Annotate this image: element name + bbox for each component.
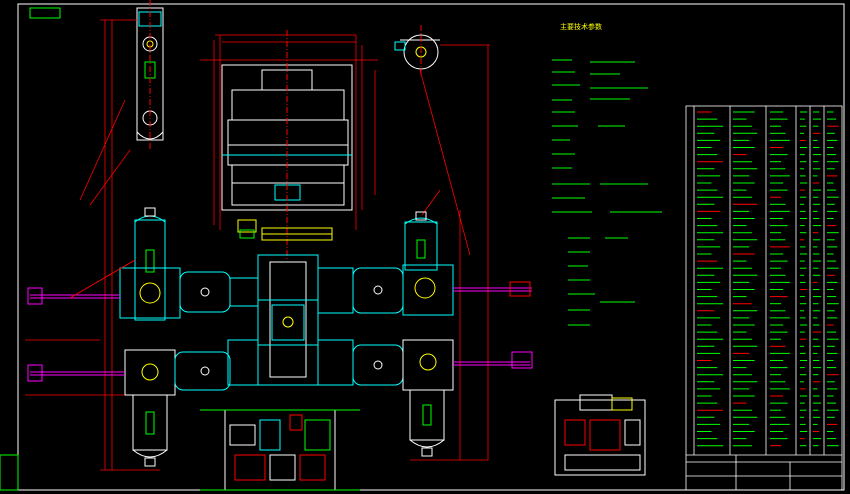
parts-list-rows	[697, 111, 839, 447]
coupling-band	[237, 219, 333, 241]
hydraulic-station	[200, 409, 360, 491]
corner-box	[0, 454, 19, 491]
small-hydraulic-station	[554, 394, 646, 476]
lower-right-pump	[352, 339, 533, 457]
right-dimension-lines	[410, 44, 490, 461]
right-upper-vessel	[404, 211, 438, 271]
top-motor	[221, 30, 353, 260]
top-motor-dimensions	[200, 34, 378, 230]
technical-notes	[552, 59, 662, 326]
lower-left-pump	[27, 349, 231, 467]
left-dimension-lines	[25, 19, 160, 471]
right-pump-assembly	[352, 264, 532, 316]
notes-heading: 主要技术参数	[560, 23, 602, 31]
central-gearbox	[227, 254, 354, 386]
left-middle-vessel	[134, 207, 166, 321]
upper-left-vessel	[136, 0, 164, 150]
parts-list-table	[685, 105, 843, 491]
drawing-frame	[17, 3, 845, 491]
top-right-pump	[394, 25, 440, 75]
